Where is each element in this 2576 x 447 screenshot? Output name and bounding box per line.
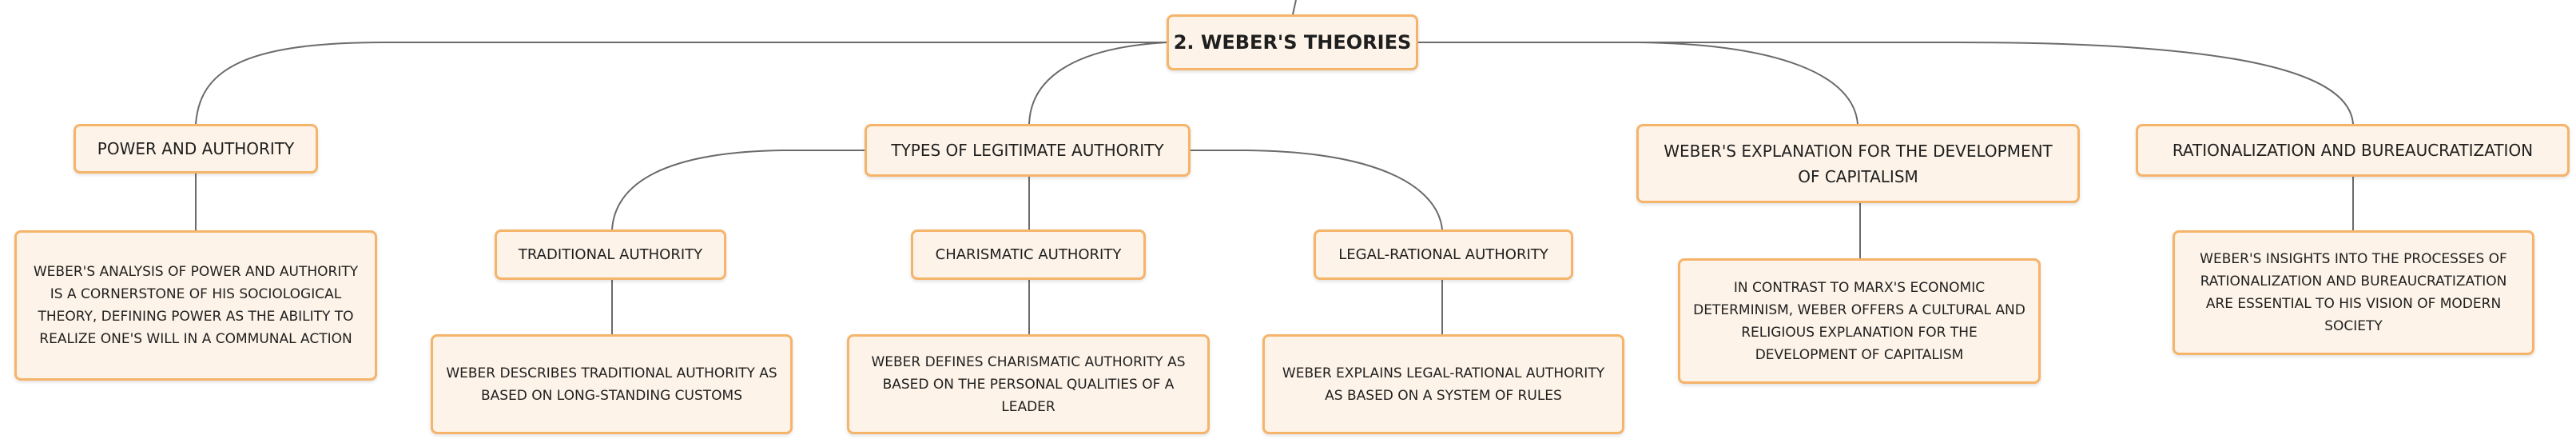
node-label: CHARISMATIC AUTHORITY xyxy=(935,246,1122,263)
note-legal-rational-authority[interactable]: WEBER EXPLAINS LEGAL-RATIONAL AUTHORITY … xyxy=(1262,334,1624,434)
connector-root-parent xyxy=(1292,0,1297,15)
node-label: LEGAL-RATIONAL AUTHORITY xyxy=(1338,246,1548,263)
node-label: RATIONALIZATION AND BUREAUCRATIZATION xyxy=(2172,141,2534,160)
node-label: POWER AND AUTHORITY xyxy=(97,139,295,158)
note-power-and-authority[interactable]: WEBER'S ANALYSIS OF POWER AND AUTHORITY … xyxy=(14,230,377,381)
node-label: TRADITIONAL AUTHORITY xyxy=(518,246,703,263)
node-types-of-legitimate-authority[interactable]: TYPES OF LEGITIMATE AUTHORITY xyxy=(865,124,1191,177)
connector-root-capitalism xyxy=(1418,42,1858,125)
connector-root-rationalization xyxy=(1418,42,2354,125)
note-text: WEBER'S ANALYSIS OF POWER AND AUTHORITY … xyxy=(33,264,359,347)
note-charismatic-authority[interactable]: WEBER DEFINES CHARISMATIC AUTHORITY AS B… xyxy=(847,334,1210,434)
note-text: WEBER DEFINES CHARISMATIC AUTHORITY AS B… xyxy=(871,353,1186,415)
connector-types-traditional xyxy=(611,150,865,230)
note-text: WEBER DESCRIBES TRADITIONAL AUTHORITY AS… xyxy=(446,365,777,404)
node-weber-explanation-capitalism[interactable]: WEBER'S EXPLANATION FOR THE DEVELOPMENT … xyxy=(1636,124,2080,203)
root-label: 2. WEBER'S THEORIES xyxy=(1173,31,1412,54)
node-rationalization-and-bureaucratization[interactable]: RATIONALIZATION AND BUREAUCRATIZATION xyxy=(2136,124,2570,177)
note-text: WEBER EXPLAINS LEGAL-RATIONAL AUTHORITY … xyxy=(1282,365,1605,404)
root-node[interactable]: 2. WEBER'S THEORIES xyxy=(1167,14,1418,70)
connector-root-power xyxy=(195,42,1167,125)
note-traditional-authority[interactable]: WEBER DESCRIBES TRADITIONAL AUTHORITY AS… xyxy=(431,334,793,434)
node-charismatic-authority[interactable]: CHARISMATIC AUTHORITY xyxy=(911,229,1146,280)
node-label: TYPES OF LEGITIMATE AUTHORITY xyxy=(891,141,1164,160)
note-weber-explanation-capitalism[interactable]: IN CONTRAST TO MARX'S ECONOMIC DETERMINI… xyxy=(1678,258,2041,384)
node-traditional-authority[interactable]: TRADITIONAL AUTHORITY xyxy=(495,229,726,280)
node-power-and-authority[interactable]: POWER AND AUTHORITY xyxy=(74,124,318,174)
note-text: IN CONTRAST TO MARX'S ECONOMIC DETERMINI… xyxy=(1693,279,2025,363)
connector-root-types xyxy=(1028,42,1167,125)
node-legal-rational-authority[interactable]: LEGAL-RATIONAL AUTHORITY xyxy=(1314,229,1573,280)
note-text: WEBER'S INSIGHTS INTO THE PROCESSES OF R… xyxy=(2200,251,2507,334)
note-rationalization-and-bureaucratization[interactable]: WEBER'S INSIGHTS INTO THE PROCESSES OF R… xyxy=(2173,230,2534,355)
connector-types-legal xyxy=(1191,150,1443,230)
node-label: WEBER'S EXPLANATION FOR THE DEVELOPMENT … xyxy=(1664,141,2053,186)
